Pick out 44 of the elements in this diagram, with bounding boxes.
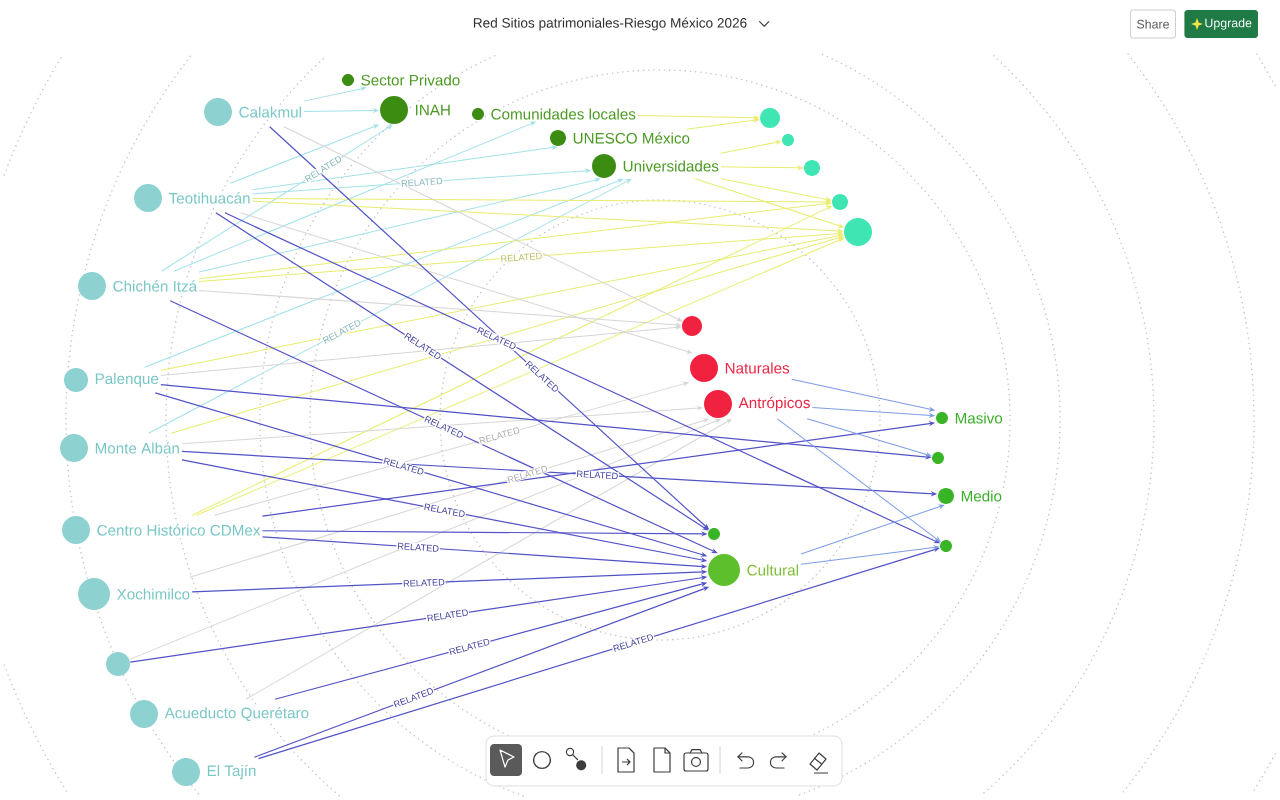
arrow: [637, 115, 759, 120]
arrow: [257, 547, 940, 760]
arrow: [694, 178, 844, 228]
arrow: [685, 118, 759, 130]
node-circle: [832, 194, 848, 210]
arrow: [252, 200, 843, 233]
arrow: [229, 124, 379, 184]
arrow: [303, 86, 366, 102]
arrow: [303, 108, 379, 113]
arrow: [252, 168, 591, 195]
node-circle: [760, 108, 780, 128]
arrow: [214, 381, 689, 516]
arrow: [198, 231, 843, 282]
arrow: [181, 406, 703, 445]
node-circle: [106, 652, 130, 676]
arrow: [252, 197, 831, 204]
arrow: [811, 407, 935, 418]
arrow: [161, 125, 393, 272]
arrow: [160, 233, 844, 371]
arrow: [283, 126, 682, 322]
arrow: [720, 140, 781, 154]
arrow: [148, 178, 632, 434]
arrow: [252, 145, 558, 191]
node-circle: [804, 160, 820, 176]
arrow: [198, 201, 831, 280]
arrow: [800, 504, 945, 555]
arrow: [791, 378, 935, 412]
arrow: [170, 235, 844, 434]
arrow: [240, 212, 692, 354]
arrow: [776, 418, 941, 542]
arrow: [720, 178, 831, 202]
arrow: [806, 418, 932, 457]
node-circle: [844, 218, 872, 246]
arrow: [198, 178, 601, 273]
arrow: [720, 165, 803, 170]
arrow: [198, 289, 681, 327]
arrow: [173, 121, 536, 272]
arrow: [160, 325, 681, 376]
node-circle: [682, 316, 702, 336]
arrow: [245, 418, 732, 700]
arrow: [144, 178, 623, 368]
arrow: [129, 418, 721, 660]
arrow: [800, 545, 939, 565]
arrow: [189, 418, 709, 578]
